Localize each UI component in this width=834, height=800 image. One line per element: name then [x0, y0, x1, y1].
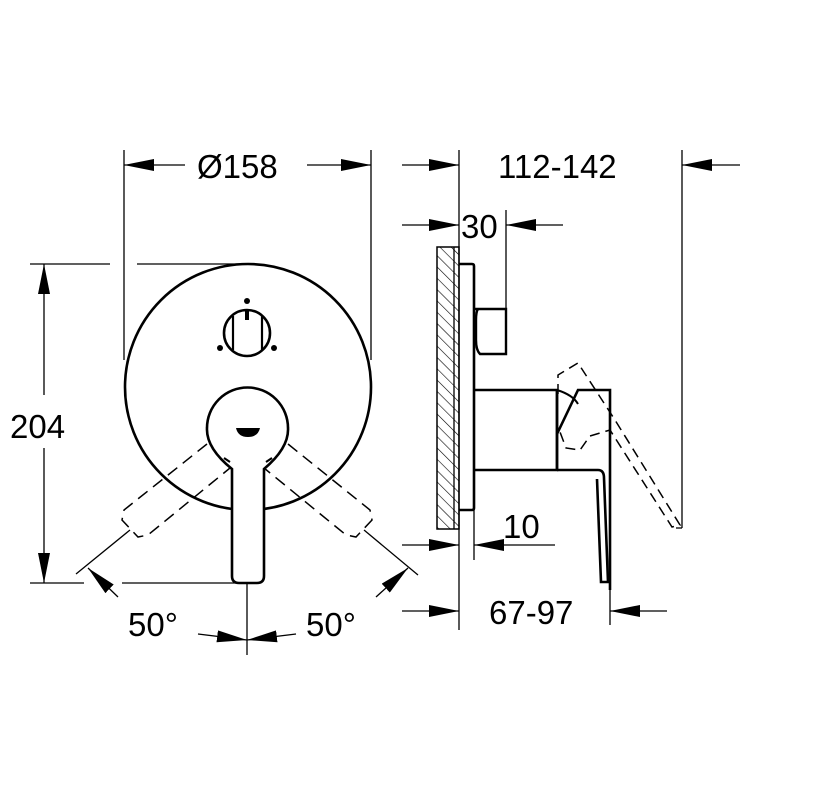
indicator-dot-top: [244, 298, 250, 304]
lever-side: [555, 390, 610, 584]
indicator-dot-right: [271, 345, 277, 351]
diverter-knob-side: [474, 307, 508, 356]
side-view: [402, 150, 740, 630]
wall-hatch: [436, 246, 460, 530]
height-label: 204: [10, 408, 65, 445]
lever-projection-label: 67-97: [489, 594, 573, 631]
cover-plate-side: [459, 262, 476, 512]
indicator-dot-left: [217, 345, 223, 351]
diverter-depth-label: 30: [461, 208, 498, 245]
diameter-label: Ø158: [197, 148, 278, 185]
angle-arrow-right: [375, 567, 409, 598]
lever-rotated-right: [263, 443, 373, 538]
angle-right-label: 50°: [306, 606, 356, 643]
projection-label: 112-142: [498, 148, 617, 185]
front-view: [30, 150, 419, 655]
lever-mark: [236, 428, 260, 437]
angle-arrow-left: [87, 567, 119, 598]
lever-body-side: [474, 388, 559, 472]
lever-rotated-side: [557, 361, 682, 528]
lever-handle: [205, 386, 290, 585]
lever-rotated-left: [121, 443, 231, 538]
plate-depth-label: 10: [503, 508, 540, 545]
angle-left-label: 50°: [128, 606, 178, 643]
